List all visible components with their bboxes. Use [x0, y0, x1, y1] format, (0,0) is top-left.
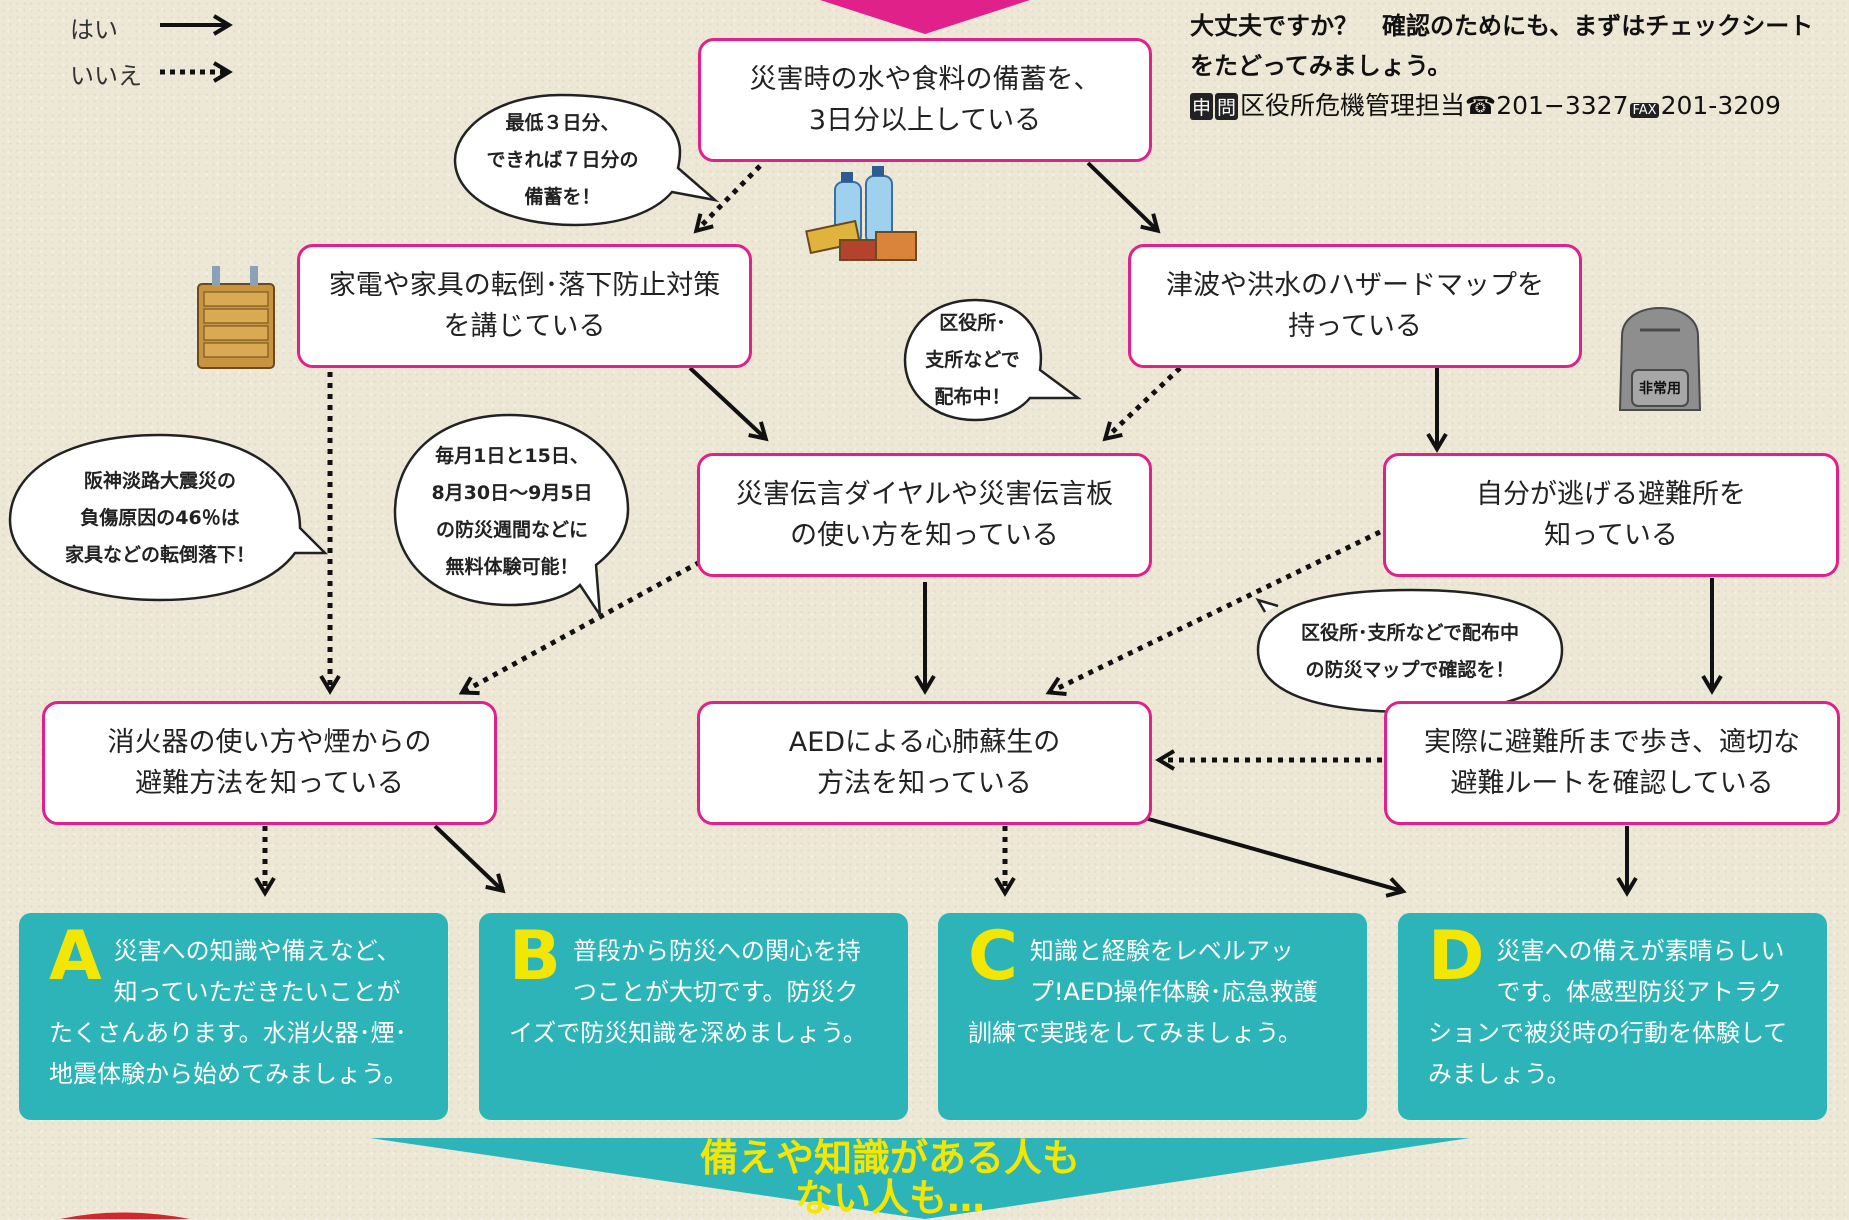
bubble-map-distribution: 区役所･ 支所などで 配布中！ — [925, 311, 1020, 408]
apply-tag: 申 — [1190, 93, 1214, 120]
result-a-text: 災害への知識や備えなど、知っていただきたいことがたくさんあります。水消火器･煙･… — [49, 937, 408, 1088]
result-c: C 知識と経験をレベルアップ!AED操作体験･応急救護訓練で実践をしてみましょう… — [938, 913, 1367, 1120]
question-evacuation-site: 自分が逃げる避難所を 知っている — [1383, 453, 1839, 577]
emergency-bag-label: 非常用 — [1639, 381, 1681, 397]
water-bottles-icon — [805, 166, 917, 261]
top-pink-arrow — [820, 0, 1030, 34]
fax-number: 201-3209 — [1660, 91, 1781, 120]
inquiry-tag: 問 — [1215, 93, 1239, 120]
bubble-disaster-map: 区役所･支所などで配布中 の防災マップで確認を！ — [1300, 622, 1520, 681]
bubble-free-experience: 毎月1日と15日、 8月30日～9月5日 の防災週間などに 無料体験可能！ — [431, 445, 593, 578]
question-evacuation-route: 実際に避難所まで歩き、適切な 避難ルートを確認している — [1384, 701, 1840, 825]
result-d: D 災害への備えが素晴らしいです。体感型防災アトラクションで被災時の行動を体験し… — [1398, 913, 1827, 1120]
bottom-teal-arrow — [370, 1138, 1470, 1219]
question-hazard-map: 津波や洪水のハザードマップを 持っている — [1128, 244, 1582, 368]
question-aed: AEDによる心肺蘇生の 方法を知っている — [697, 701, 1152, 825]
result-d-letter: D — [1428, 917, 1485, 996]
legend-yes-label: はい — [70, 16, 118, 44]
bubble-stockpile-tip: 最低３日分、 できれば７日分の 備蓄を！ — [486, 111, 639, 208]
result-d-text: 災害への備えが素晴らしいです。体感型防災アトラクションで被災時の行動を体験してみ… — [1428, 937, 1788, 1088]
question-fire-extinguisher: 消火器の使い方や煙からの 避難方法を知っている — [42, 701, 497, 825]
bottom-banner-text: 備えや知識がある人も ない人も… — [699, 1136, 1080, 1220]
contact-department: 区役所危機管理担当 — [1240, 91, 1466, 120]
drawer-icon — [197, 266, 275, 369]
bubble-earthquake-fact: 阪神淡路大震災の 負傷原因の46％は 家具などの転倒落下！ — [64, 469, 255, 566]
phone-icon: ☎ — [1465, 91, 1497, 120]
emergency-bag-icon — [1618, 306, 1702, 411]
legend-no-label: いいえ — [70, 62, 142, 90]
result-c-letter: C — [968, 917, 1018, 996]
result-c-text: 知識と経験をレベルアップ!AED操作体験･応急救護訓練で実践をしてみましょう。 — [968, 937, 1318, 1047]
phone-number: 201−3327 — [1496, 91, 1629, 120]
result-b-text: 普段から防災への関心を持つことが大切です。防災クイズで防災知識を深めましょう。 — [509, 937, 867, 1047]
question-disaster-message: 災害伝言ダイヤルや災害伝言板 の使い方を知っている — [697, 453, 1152, 577]
result-b-letter: B — [509, 917, 561, 996]
result-a: A 災害への知識や備えなど、知っていただきたいことがたくさんあります。水消火器･… — [19, 913, 448, 1120]
result-b: B 普段から防災への関心を持つことが大切です。防災クイズで防災知識を深めましょう… — [479, 913, 908, 1120]
result-a-letter: A — [49, 917, 102, 996]
question-furniture-safety: 家電や家具の転倒･落下防止対策 を講じている — [297, 244, 752, 368]
bottom-red-shape — [60, 1212, 190, 1219]
fax-icon: FAX — [1630, 103, 1659, 118]
intro-text: 大丈夫ですか？ 確認のためにも、まずはチェックシートをたどってみましょう。 — [1190, 12, 1814, 80]
question-food-stockpile: 災害時の水や食料の備蓄を、 3日分以上している — [698, 38, 1152, 162]
